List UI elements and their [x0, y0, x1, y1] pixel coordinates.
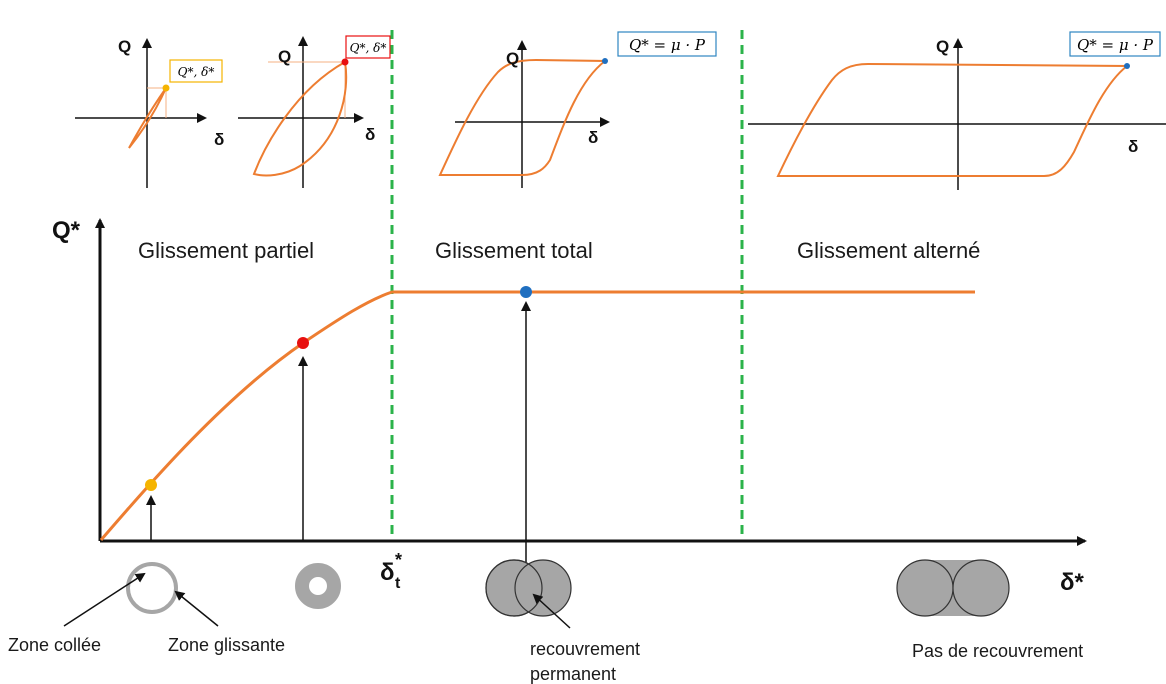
inset-hysteresis-alternate-slip: Q* = μ · P Q δ — [748, 31, 1166, 190]
inset-hysteresis-small: Q*, δ* Q δ — [75, 37, 224, 188]
inset1-yellow-point — [162, 84, 170, 92]
label-recouvrement-line1: recouvrement — [530, 639, 640, 659]
contact-annulus-thick — [295, 563, 341, 609]
inset1-q-label: Q — [118, 37, 131, 56]
inset2-guide-lines — [268, 61, 346, 118]
contact-separate-discs — [896, 559, 1010, 617]
inset4-blue-point — [1124, 63, 1130, 69]
inset2-label-box — [345, 35, 391, 59]
transition-symbol: δ — [380, 559, 395, 586]
inset2-loop — [252, 60, 348, 177]
inset2-q-label: Q — [278, 47, 291, 66]
overlap-disc-left-outline — [485, 559, 543, 617]
label-zone-glissante: Zone glissante — [168, 635, 285, 655]
inset3-blue-point — [602, 58, 608, 64]
inset-hysteresis-medium: Q*, δ* Q δ — [238, 35, 391, 188]
region-total-title: Glissement total — [435, 238, 593, 263]
region-alternate-title: Glissement alterné — [797, 238, 980, 263]
inset4-q-label: Q — [936, 37, 949, 56]
inset4-label-box — [1069, 31, 1161, 57]
separate-disc-right — [952, 559, 1010, 617]
main-x-label: δ* — [1060, 569, 1085, 596]
transition-superscript: * — [395, 550, 402, 570]
label-zone-collee: Zone collée — [8, 635, 101, 655]
inset2-red-point — [341, 58, 349, 66]
inset2-d-label: δ — [365, 125, 375, 144]
label-pas-recouvrement: Pas de recouvrement — [912, 641, 1083, 661]
inset2-label: Q*, δ* — [350, 41, 387, 55]
inset-hysteresis-total-slip: Q* = μ · P Q δ — [438, 31, 717, 188]
point-red — [297, 337, 309, 349]
separate-disc-left — [896, 559, 954, 617]
point-yellow — [145, 479, 157, 491]
contact-overlap-discs — [485, 559, 572, 617]
transition-subscript: t — [395, 575, 401, 592]
region-partial-title: Glissement partiel — [138, 238, 314, 263]
contact-annulus-thin — [126, 562, 178, 614]
arrow-recouvrement — [532, 593, 571, 629]
overlap-disc-right — [514, 559, 572, 617]
inset3-q-label: Q — [506, 49, 519, 68]
inset3-label-box — [617, 31, 717, 57]
inset3-d-label: δ — [588, 128, 598, 147]
arrow-zone-collee — [63, 572, 146, 627]
inset1-label: Q*, δ* — [178, 65, 215, 79]
main-y-label: Q* — [52, 217, 81, 244]
inset3-label: Q* = μ · P — [629, 36, 706, 54]
point-blue — [520, 286, 532, 298]
label-recouvrement-line2: permanent — [530, 664, 616, 684]
inset4-loop — [776, 62, 1130, 177]
transition-displacement-label: δ t * — [380, 550, 402, 592]
inset1-d-label: δ — [214, 130, 224, 149]
inset4-label: Q* = μ · P — [1077, 36, 1154, 54]
inset1-label-box — [169, 59, 223, 83]
arrow-zone-glissante — [174, 590, 219, 627]
inset4-d-label: δ — [1128, 137, 1138, 156]
fretting-log-curve — [99, 290, 975, 541]
